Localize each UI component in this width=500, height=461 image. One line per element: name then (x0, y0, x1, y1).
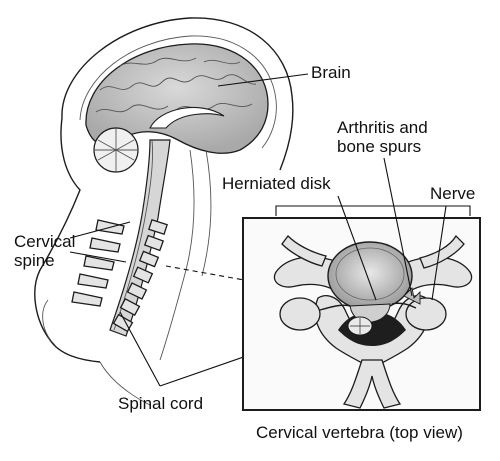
label-spinal-cord: Spinal cord (118, 394, 204, 413)
leader-nerve (431, 205, 447, 301)
brain-mass (85, 43, 269, 154)
inset-bracket (275, 205, 471, 216)
vertebra-top-view (273, 234, 473, 409)
label-cervical-spine: Cervical spine (14, 232, 76, 270)
leader-spinal-cord (119, 311, 161, 387)
cerebellum (93, 127, 139, 173)
label-herniated-disk: Herniated disk (222, 174, 331, 193)
leader-arthritis (383, 157, 413, 297)
inset-caption: Cervical vertebra (top view) (256, 423, 463, 442)
throat-lines (159, 149, 195, 361)
label-nerve: Nerve (430, 184, 476, 203)
leader-cervical-spine-2 (69, 251, 127, 263)
label-brain: Brain (311, 63, 351, 82)
leader-brain (217, 73, 309, 87)
corpus-callosum (149, 107, 225, 129)
connector-dashed (165, 265, 245, 281)
leader-cervical-spine-1 (69, 221, 131, 239)
head-outline (34, 17, 294, 406)
leader-herniated-disk (337, 195, 377, 301)
skull-inner (79, 35, 277, 149)
label-arthritis-bone-spurs: Arthritis and bone spurs (337, 118, 428, 156)
